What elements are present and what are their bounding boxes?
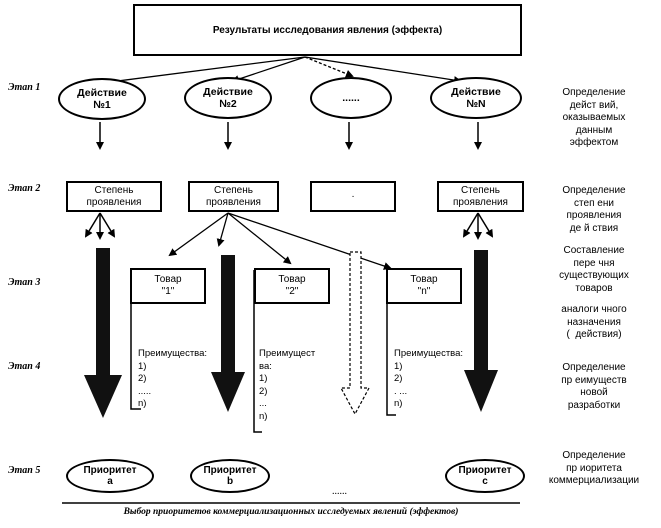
action-ellipse-1: Действие №1 bbox=[58, 78, 146, 120]
thick-arrow-2 bbox=[211, 255, 245, 412]
bracket-good-1 bbox=[130, 270, 141, 410]
side-desc-stage-1: Определение дейст вий, оказываемых данны… bbox=[562, 87, 626, 148]
connector-title-action-1 bbox=[100, 56, 306, 87]
action-2-line2: №2 bbox=[219, 98, 237, 110]
good-n-line2: "n" bbox=[417, 286, 431, 297]
priority-a-line2: a bbox=[107, 476, 113, 487]
good-box-1: Товар "1" bbox=[130, 268, 206, 304]
good-n-line1: Товар bbox=[410, 274, 438, 285]
good-2-line2: "2" bbox=[285, 286, 299, 297]
stage-label-5: Этап 5 bbox=[8, 465, 41, 476]
action-3-line1: ...... bbox=[342, 92, 360, 104]
bottom-caption: Выбор приоритетов коммерциализационных и… bbox=[123, 507, 459, 517]
bracket-good-n bbox=[386, 270, 396, 416]
stage-label-4: Этап 4 bbox=[8, 361, 41, 372]
action-n-line1: Действие bbox=[451, 86, 501, 98]
priority-b-line1: Приоритет bbox=[203, 465, 257, 476]
stage-label-3: Этап 3 bbox=[8, 277, 41, 288]
action-2-line1: Действие bbox=[203, 86, 253, 98]
dots-bottom: ...... bbox=[332, 486, 347, 497]
stage-label-1: Этап 1 bbox=[8, 82, 41, 93]
advantages-list-2: Преимущест ва: 1) 2) ... n) bbox=[259, 348, 316, 422]
side-desc-stage-5: Определение пр иоритета коммерциализации bbox=[548, 450, 640, 486]
action-1-line2: №1 bbox=[93, 99, 111, 111]
degree-2-line2: проявления bbox=[206, 196, 261, 208]
degree-box-n: Степень проявления bbox=[437, 181, 524, 212]
advantages-list-1: Преимущества: 1) 2) ..... n) bbox=[138, 348, 208, 409]
good-2-line1: Товар bbox=[278, 274, 306, 285]
degree-1-line2: проявления bbox=[86, 196, 142, 208]
title-text: Результаты исследования явления (эффекта… bbox=[212, 24, 443, 36]
action-ellipse-n: Действие №N bbox=[430, 77, 522, 119]
thick-arrow-n bbox=[464, 250, 498, 412]
action-1-line1: Действие bbox=[77, 87, 127, 99]
action-ellipse-2: Действие №2 bbox=[184, 77, 272, 119]
side-desc-stage-3b: аналоги чного назначения ( действия) bbox=[561, 304, 627, 340]
degree-3-line1: · bbox=[351, 190, 355, 202]
priority-c-line1: Приоритет bbox=[458, 465, 512, 476]
priority-a-line1: Приоритет bbox=[83, 465, 137, 476]
side-desc-stage-3: Составление пере чня существующих товаро… bbox=[559, 245, 629, 294]
connector-degree2-good-2 bbox=[227, 212, 292, 265]
side-desc-stage-2: Определение степ ени проявления де й ств… bbox=[562, 185, 626, 234]
action-n-line2: №N bbox=[466, 98, 486, 110]
connector-degree2-good-n bbox=[227, 212, 392, 270]
degree-box-1: Степень проявления bbox=[66, 181, 162, 212]
stage-label-2: Этап 2 bbox=[8, 183, 41, 194]
connector-degree2-good-left bbox=[168, 212, 229, 257]
good-1-line1: Товар bbox=[154, 274, 182, 285]
priority-ellipse-b: Приоритет b bbox=[190, 459, 270, 493]
dashed-arrow-middle bbox=[339, 251, 371, 416]
connector-title-action-2 bbox=[231, 56, 306, 83]
connector-degree2-good-1 bbox=[216, 212, 229, 247]
degree-box-3: · bbox=[310, 181, 396, 212]
priority-c-line2: c bbox=[482, 476, 488, 487]
degree-box-2: Степень проявления bbox=[188, 181, 279, 212]
degree-n-line1: Степень bbox=[461, 184, 500, 196]
fan-arrows-n bbox=[462, 212, 494, 240]
title-box: Результаты исследования явления (эффекта… bbox=[133, 4, 522, 56]
good-box-2: Товар "2" bbox=[254, 268, 330, 304]
degree-1-line1: Степень bbox=[94, 184, 134, 196]
fan-arrows-1 bbox=[84, 212, 116, 240]
priority-ellipse-c: Приоритет c bbox=[445, 459, 525, 493]
connector-title-action-n bbox=[304, 56, 462, 85]
degree-n-line2: проявления bbox=[453, 196, 508, 208]
bracket-good-2 bbox=[253, 270, 262, 433]
thick-arrow-1 bbox=[84, 248, 122, 418]
degree-2-line1: Степень bbox=[214, 184, 253, 196]
connector-title-action-3 bbox=[304, 56, 354, 78]
good-box-n: Товар "n" bbox=[386, 268, 462, 304]
good-1-line2: "1" bbox=[161, 286, 175, 297]
side-desc-stage-4: Определение пр еимуществ новой разработк… bbox=[561, 362, 627, 411]
action-ellipse-3: ...... bbox=[310, 77, 392, 119]
advantages-list-n: Преимущества: 1) 2) . ... n) bbox=[394, 348, 464, 409]
priority-ellipse-a: Приоритет a bbox=[66, 459, 154, 493]
priority-b-line2: b bbox=[226, 476, 234, 487]
